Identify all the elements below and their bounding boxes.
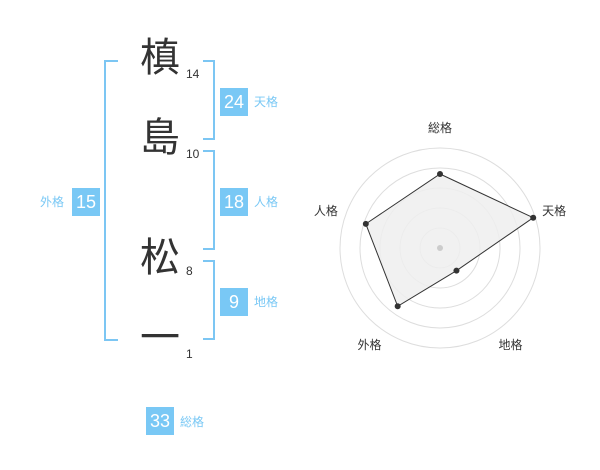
chikaku-label: 地格 (254, 295, 279, 309)
name-char-2: 島 (140, 115, 180, 161)
radar-ring (339, 147, 541, 349)
name-char-1: 槙 (140, 35, 180, 81)
stroke-count-3: 8 (186, 264, 193, 278)
stroke-count-1: 14 (186, 67, 200, 81)
radar-axis-label: 総格 (428, 120, 452, 135)
radar-area (365, 173, 535, 307)
radar-axis-label: 人格 (314, 203, 338, 218)
stroke-count-2: 10 (186, 147, 200, 161)
chikaku-bracket (203, 260, 215, 340)
gaikaku-value: 15 (72, 188, 100, 216)
radar-point (394, 303, 401, 310)
tenkaku-label: 天格 (254, 95, 279, 109)
radar-center-dot (437, 245, 443, 251)
radar-points (362, 171, 537, 310)
gaikaku-label: 外格 (40, 195, 65, 209)
gaikaku-bracket (104, 60, 118, 341)
jinkaku-label: 人格 (254, 195, 279, 209)
radar-point (362, 220, 369, 227)
jinkaku-bracket (203, 150, 215, 250)
stroke-count-4: 1 (186, 347, 193, 361)
soukaku-value: 33 (146, 407, 174, 435)
radar-ring (359, 167, 521, 329)
name-char-3: 松 (140, 235, 180, 281)
radar-point (453, 267, 460, 274)
name-char-4: 一 (140, 315, 180, 361)
radar-axis-label: 天格 (542, 203, 566, 218)
tenkaku-bracket (203, 60, 215, 140)
radar-axis-label: 外格 (357, 337, 381, 352)
radar-axis-label: 地格 (499, 337, 523, 352)
radar-point (530, 214, 537, 221)
jinkaku-value: 18 (220, 188, 248, 216)
chikaku-value: 9 (220, 288, 248, 316)
radar-point (437, 171, 443, 177)
tenkaku-value: 24 (220, 88, 248, 116)
soukaku-label: 総格 (180, 415, 205, 429)
